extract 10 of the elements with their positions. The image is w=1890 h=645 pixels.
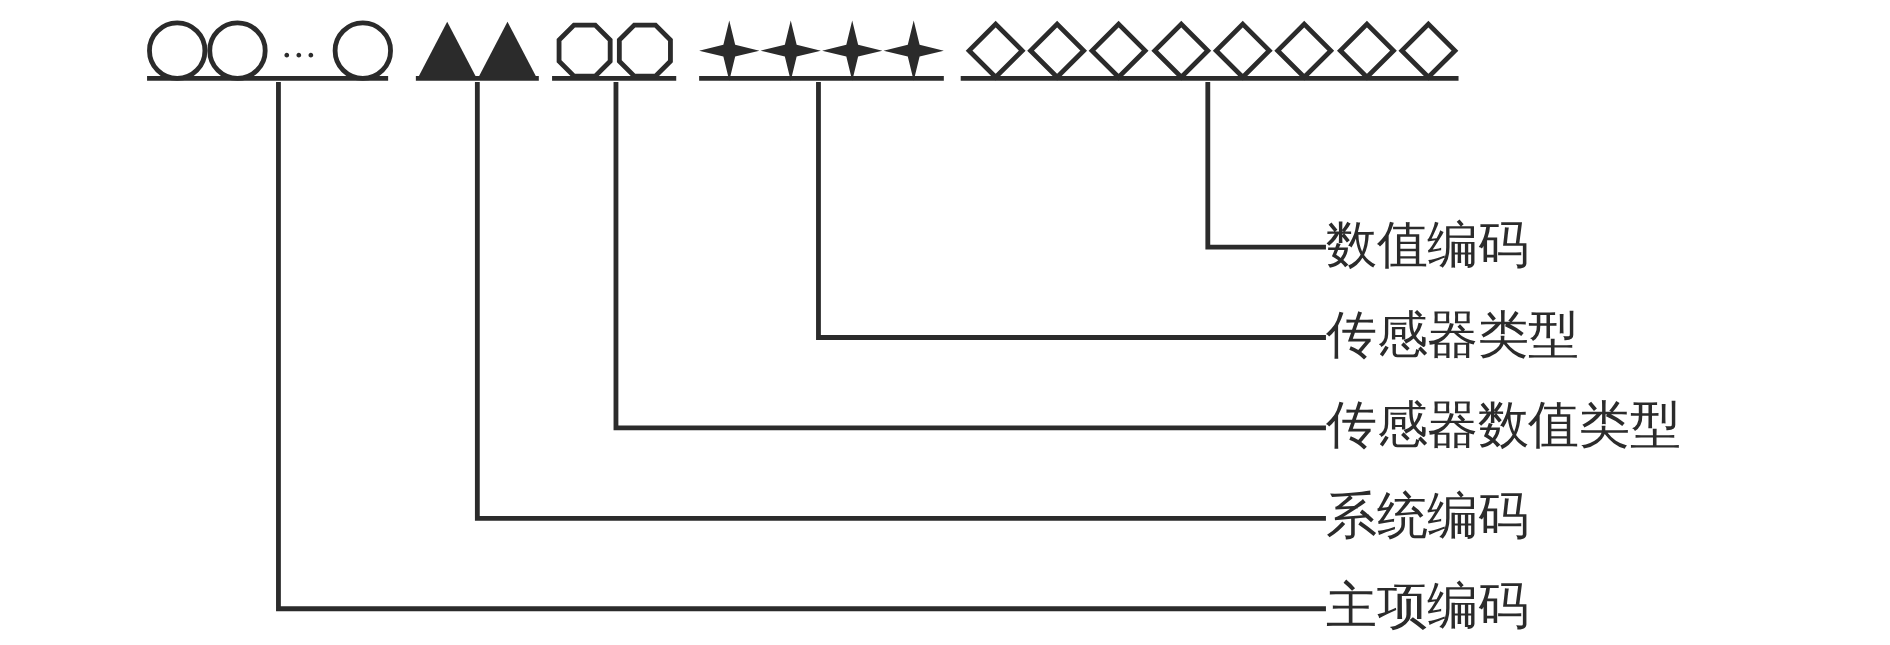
leader-line: [613, 81, 1326, 431]
leader-line: [276, 81, 1326, 612]
code-label: 主项编码: [1325, 576, 1529, 637]
leader-line: [1205, 81, 1326, 250]
leader-line: [816, 81, 1326, 340]
code-label: 数值编码: [1325, 214, 1529, 275]
code-label: 传感器类型: [1325, 304, 1580, 366]
code-label: 系统编码: [1325, 485, 1529, 547]
leader-line: [474, 81, 1326, 521]
code-label: 传感器数值类型: [1325, 395, 1681, 456]
